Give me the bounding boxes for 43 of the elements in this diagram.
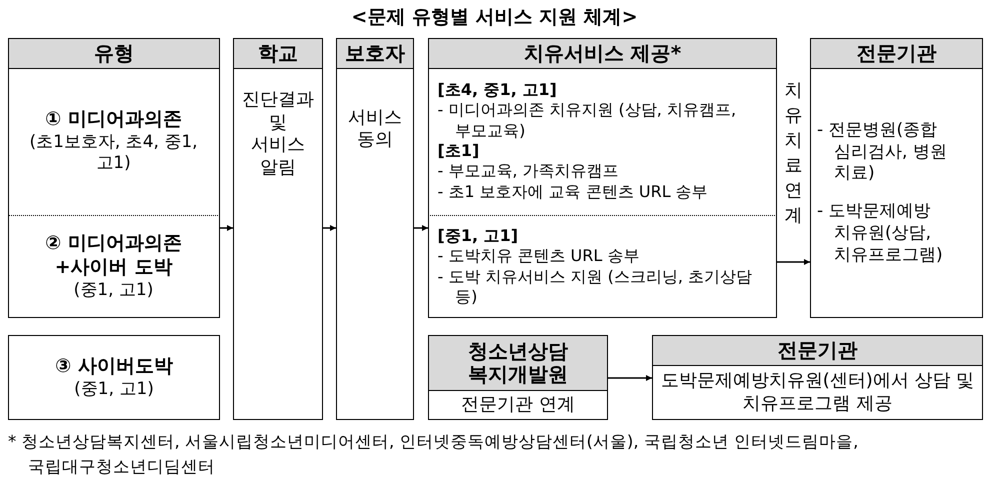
list-item: - 미디어과의존 치유지원 (상담, 치유캠프, 부모교육) (438, 100, 738, 141)
body-text: 도박문제예방치유원(센터)에서 상담 및 치유프로그램 제공 (660, 370, 976, 415)
arrow (608, 375, 652, 381)
diagram-title: <문제 유형별 서비스 지원 체계> (350, 5, 639, 30)
group-box (428, 38, 777, 318)
arrow (220, 225, 233, 231)
column-header: 청소년상담 복지개발원 (429, 336, 607, 391)
body-text: 서비스 동의 (347, 106, 403, 152)
arrow (777, 259, 810, 265)
group-box (8, 38, 220, 318)
grade-text: (초1보호자, 초4, 중1, 고1) (28, 132, 199, 174)
column-header: 보호자 (337, 39, 413, 69)
type-title: ② 미디어과의존+사이버 도박 (44, 232, 183, 280)
list-item: - 초1 보호자에 교육 콘텐츠 URL 송부 (438, 182, 709, 202)
arrow (323, 225, 336, 231)
column-header: 전문기관 (653, 336, 982, 366)
type-title: ③ 사이버도박 (54, 355, 174, 379)
body-text: - 전문병원(종합 심리검사, 병원 치료) (817, 120, 948, 185)
body-text: 전문기관 연계 (460, 394, 576, 416)
grade-text: (중1, 고1) (73, 378, 155, 400)
grade-text: (중1, 고1) (72, 280, 154, 301)
column-box (336, 38, 414, 420)
list-item: - 도박치유 콘텐츠 URL 송부 (438, 246, 640, 266)
body-text: - 도박문제예방 치유원(상담, 치유프로그램) (817, 201, 944, 266)
column-box (652, 335, 983, 420)
footnote: * 청소년상담복지센터, 서울시립청소년미디어센터, 인터넷중독예방상담센터(서울), 국립청소년 인터넷드림마을, 국립대구청소년디딤센터 (8, 431, 860, 478)
body-text: 진단결과 및 서비스 알림 (241, 89, 315, 179)
column-header: 치유서비스 제공* (429, 39, 776, 69)
grade-heading: [중1, 고1] (438, 226, 520, 246)
list-item: - 도박 치유서비스 지원 (스크리닝, 초기상담 등) (438, 266, 754, 308)
list-item: - 부모교육, 가족치유캠프 (438, 161, 620, 182)
column-box (428, 335, 608, 420)
column-box (810, 38, 983, 318)
column-header: 전문기관 (811, 39, 982, 69)
column-box (233, 38, 323, 420)
grade-heading: [초1] (438, 141, 480, 162)
arrow (414, 225, 428, 231)
grade-heading: [초4, 중1, 고1] (438, 80, 558, 100)
type-title: ① 미디어과의존 (44, 108, 183, 132)
column-header: 유형 (9, 39, 219, 69)
type-box (8, 335, 220, 420)
edge-label: 치유치료연계 (784, 79, 804, 228)
column-header: 학교 (234, 39, 322, 69)
